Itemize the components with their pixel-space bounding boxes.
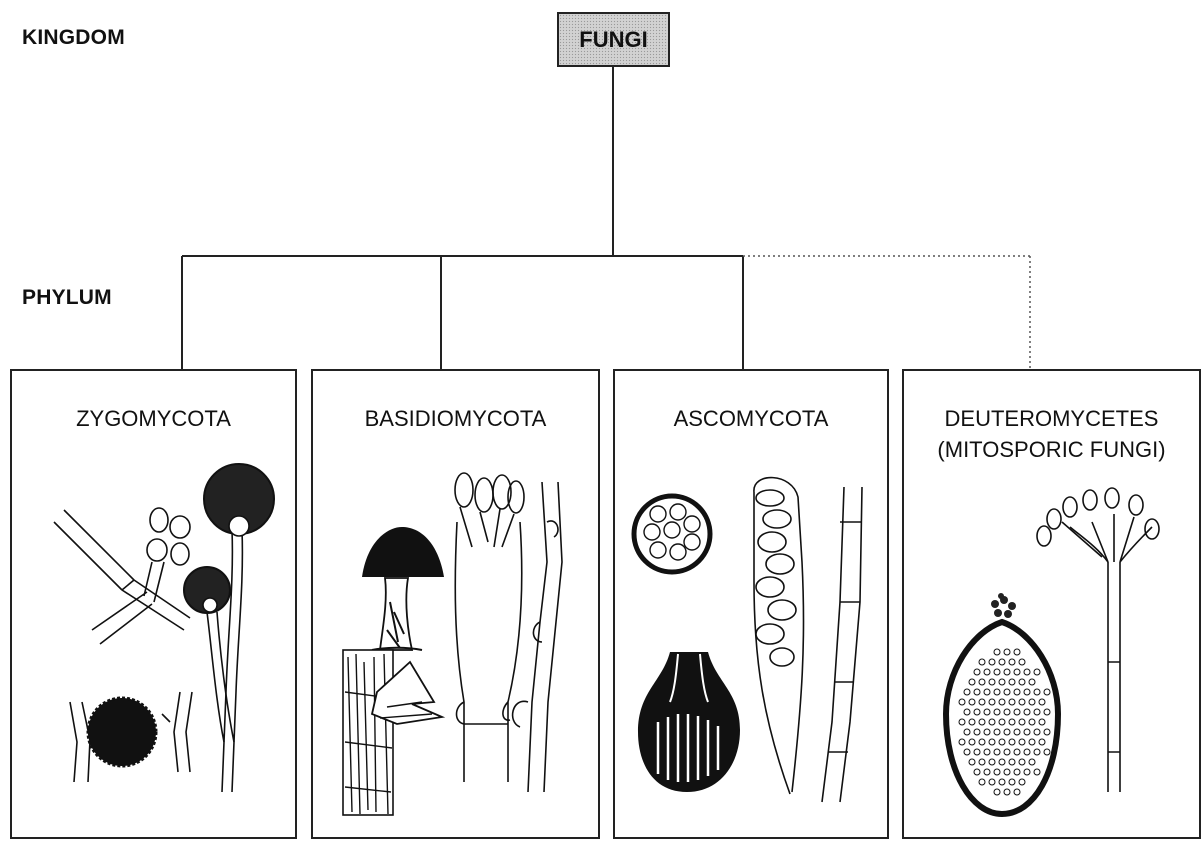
phylum-panel-ascomycota: ASCOMYCOTA bbox=[613, 369, 889, 839]
basidiomycota-illustration bbox=[313, 371, 602, 841]
deuteromycetes-illustration bbox=[904, 371, 1203, 841]
phylum-panel-zygomycota: ZYGOMYCOTA bbox=[10, 369, 297, 839]
fungi-root-label: FUNGI bbox=[579, 27, 647, 53]
mushroom-cap bbox=[362, 527, 444, 577]
phylum-rank-label: PHYLUM bbox=[22, 286, 112, 310]
fungi-root-box: FUNGI bbox=[557, 12, 670, 67]
zygospore-shape bbox=[88, 698, 156, 766]
zygomycota-illustration bbox=[12, 371, 299, 841]
phylum-panel-basidiomycota: BASIDIOMYCOTA bbox=[311, 369, 600, 839]
ascomycota-illustration bbox=[615, 371, 891, 841]
phylum-panel-deuteromycetes: DEUTEROMYCETES (MITOSPORIC FUNGI) bbox=[902, 369, 1201, 839]
kingdom-rank-label: KINGDOM bbox=[22, 26, 125, 50]
